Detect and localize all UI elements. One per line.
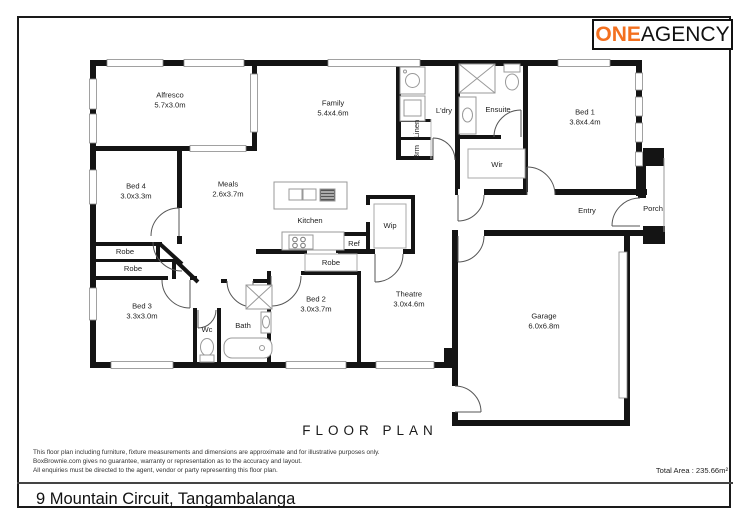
- logo-agency-text: AGENCY: [640, 22, 730, 46]
- room-label-robe-bed2: Robe: [321, 258, 341, 268]
- porch-pillar-bottom: [643, 226, 665, 244]
- footer-divider: [17, 482, 733, 484]
- vanity-icon: [458, 96, 477, 135]
- toilet-icon: [503, 63, 521, 91]
- sink-icon: [288, 188, 303, 201]
- chamfer-walls: [158, 242, 200, 284]
- stove-icon: [288, 234, 314, 250]
- robe-shelf: [304, 253, 358, 272]
- wc-toilet-icon: [199, 338, 215, 363]
- room-label-ensuite: Ensuite: [485, 105, 511, 115]
- kitchen-island: [273, 181, 348, 210]
- logo-one-text: ONE: [595, 22, 641, 46]
- washing-machine-icon: [399, 66, 426, 95]
- room-label-ref: Ref: [348, 239, 360, 249]
- disclaimer-line: BoxBrownie.com gives no guarantee, warra…: [33, 458, 302, 465]
- room-label-wir: Wir: [491, 160, 503, 170]
- bath-vanity-icon: [260, 311, 272, 334]
- room-label-robe-bed4a: Robe: [115, 247, 135, 257]
- property-address: 9 Mountain Circuit, Tangambalanga: [36, 490, 296, 508]
- fixtures: [199, 63, 665, 363]
- room-label-brm: Brm: [412, 145, 422, 159]
- sink-icon: [302, 188, 317, 201]
- room-label-porch: Porch: [643, 204, 663, 214]
- door-arcs: [150, 109, 641, 413]
- room-label-robe-bed4b: Robe: [123, 264, 143, 274]
- bathtub-icon: [223, 337, 273, 359]
- room-label-entry: Entry: [578, 206, 596, 216]
- room-label-bath: Bath: [235, 321, 251, 331]
- windows: [89, 59, 643, 399]
- porch-pillar-top: [643, 148, 664, 166]
- bath-shower: [245, 284, 273, 310]
- room-label-wc: Wc: [201, 325, 213, 335]
- wir-shelf: [467, 148, 526, 179]
- total-area: Total Area : 235.66m²: [655, 466, 728, 475]
- room-label-kitchen: Kitchen: [297, 216, 323, 226]
- garage-door-panel: [618, 251, 628, 399]
- disclaimer-line: All enquiries must be directed to the ag…: [33, 467, 278, 474]
- laundry-tub-icon: [399, 95, 426, 122]
- disclaimer-line: This floor plan including furniture, fix…: [33, 449, 380, 456]
- page-border: [17, 16, 731, 508]
- room-label-ldry: L'dry: [435, 106, 453, 116]
- pantry-shelf: [373, 203, 407, 249]
- plan-title: FLOOR PLAN: [302, 423, 438, 438]
- disclaimer-text: This floor plan including furniture, fix…: [33, 448, 380, 475]
- kitchen-bench: [281, 231, 345, 251]
- room-label-linen: Linen: [412, 119, 422, 139]
- room-label-wip: Wip: [383, 221, 397, 231]
- ensuite-shower: [458, 63, 496, 94]
